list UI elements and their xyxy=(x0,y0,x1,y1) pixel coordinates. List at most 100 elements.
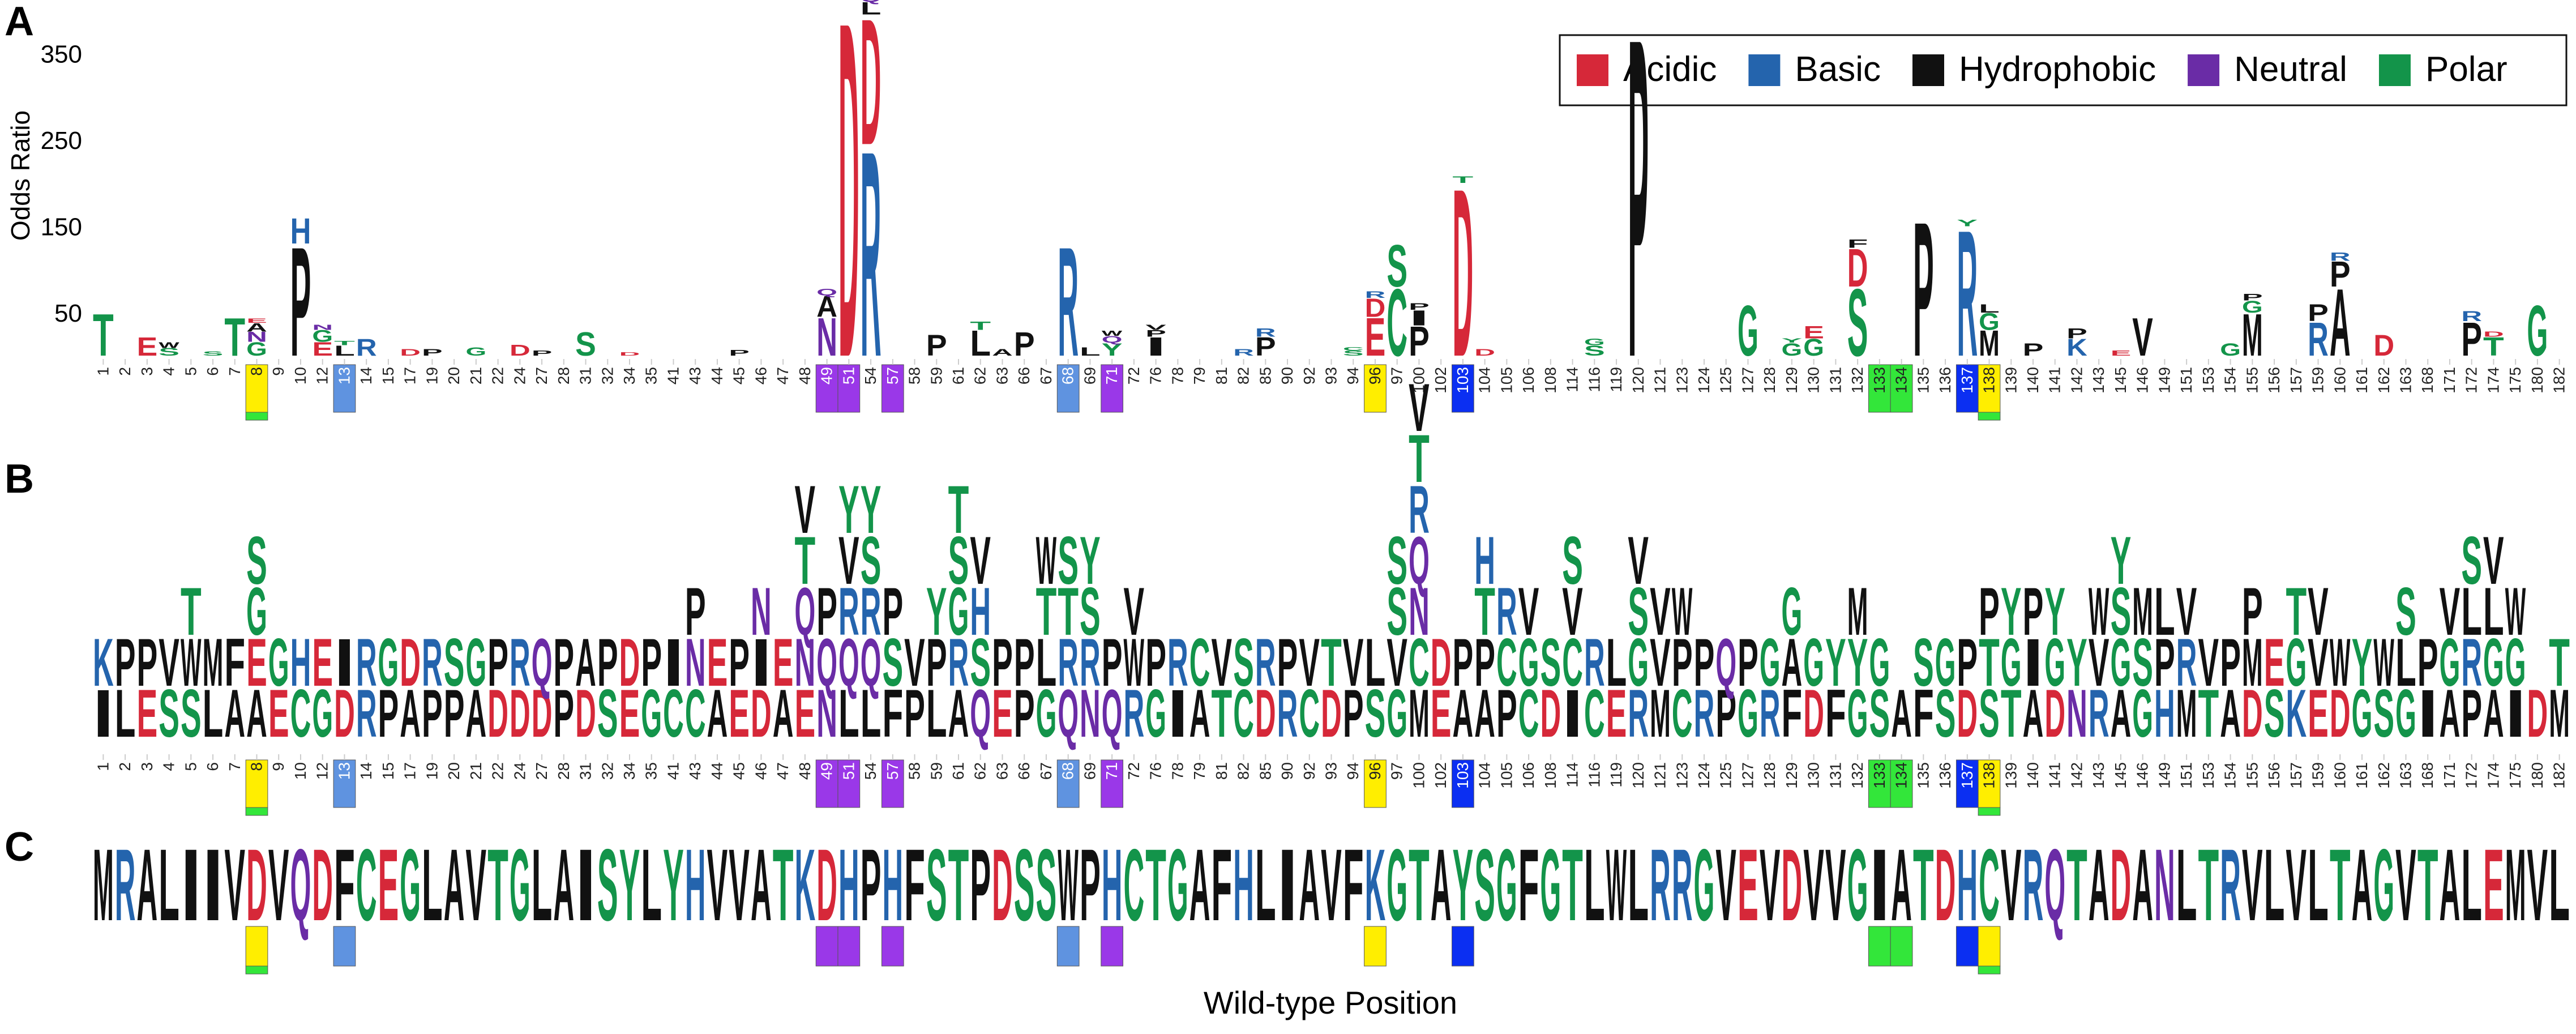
position-label: 121 xyxy=(1651,367,1669,394)
position-label: 22 xyxy=(489,762,507,780)
enriched-letter: W xyxy=(1102,330,1123,337)
wildtype-letter: I xyxy=(575,828,596,942)
wildtype-letter: R xyxy=(1672,828,1693,942)
position-label: 92 xyxy=(1300,367,1318,384)
tolerated-letter: N xyxy=(816,676,837,751)
position-label: 120 xyxy=(1629,762,1647,789)
tolerated-letter: P xyxy=(2220,625,2241,700)
tolerated-letter: C xyxy=(1518,676,1539,751)
tolerated-letter: C xyxy=(663,676,684,751)
position-label: 133 xyxy=(1871,762,1888,789)
wildtype-letter: V xyxy=(1760,828,1781,943)
position-label: 146 xyxy=(2134,762,2151,789)
tolerated-letter: S xyxy=(1080,574,1101,650)
position-label: 160 xyxy=(2331,367,2348,394)
wildtype-letter: P xyxy=(970,828,991,943)
enriched-letter: D xyxy=(2483,330,2504,338)
tolerated-letter: N xyxy=(1080,676,1101,751)
position-label: 159 xyxy=(2309,762,2327,789)
position-highlight xyxy=(815,759,838,808)
position-label: 130 xyxy=(1805,367,1822,394)
wildtype-letter: S xyxy=(1014,828,1035,943)
wildtype-letter: T xyxy=(773,827,794,942)
enriched-letter: A xyxy=(816,290,837,323)
position-label: 69 xyxy=(1081,367,1098,384)
tolerated-letter: E xyxy=(619,676,640,751)
tolerated-letter: W xyxy=(2330,625,2351,700)
tolerated-letter: D xyxy=(751,676,772,751)
tolerated-letter: A xyxy=(2111,676,2132,751)
position-label: 138 xyxy=(1980,762,1998,789)
wildtype-letter: V xyxy=(1321,828,1342,943)
tolerated-letter: V xyxy=(1562,574,1583,650)
tolerated-letter: G xyxy=(1760,625,1781,700)
position-label: 6 xyxy=(204,762,221,771)
tolerated-letter: P xyxy=(115,625,136,700)
position-label: 19 xyxy=(423,367,440,384)
position-label: 175 xyxy=(2506,762,2524,789)
enriched-letter: D xyxy=(2373,329,2394,362)
tolerated-letter: L xyxy=(2483,574,2504,650)
tolerated-letter: I xyxy=(2417,676,2438,751)
position-label: 171 xyxy=(2441,367,2458,394)
position-highlight-bottom xyxy=(1978,807,2001,816)
legend-label-polar: Polar xyxy=(2425,50,2507,89)
wildtype-letter: A xyxy=(2089,828,2109,942)
tolerated-letter: G xyxy=(312,676,333,751)
wildtype-letter: V xyxy=(2242,828,2263,943)
enriched-letter: G xyxy=(1803,334,1824,361)
tolerated-letter: E xyxy=(1431,676,1452,751)
tolerated-letter: S xyxy=(1233,625,1254,700)
tolerated-letter: Q xyxy=(1102,676,1123,751)
tolerated-letter: R xyxy=(948,625,969,700)
position-label: 156 xyxy=(2265,367,2283,394)
wildtype-highlight xyxy=(333,926,356,967)
wildtype-highlight xyxy=(1101,926,1124,967)
position-highlight xyxy=(1955,759,1979,808)
legend-swatch-hydrophobic xyxy=(1912,54,1944,86)
tolerated-letter: E xyxy=(773,625,794,700)
wildtype-highlight xyxy=(1868,926,1891,967)
position-label: 3 xyxy=(138,367,156,376)
tolerated-letter: L xyxy=(115,676,136,752)
position-highlight xyxy=(333,759,356,808)
position-label: 44 xyxy=(708,367,726,384)
tolerated-letter: P xyxy=(1672,625,1693,700)
tolerated-letter: V xyxy=(1518,574,1539,650)
wildtype-letter: T xyxy=(2417,827,2438,942)
wildtype-letter: R xyxy=(2220,828,2241,942)
position-label: 175 xyxy=(2506,367,2524,394)
tolerated-letter: Y xyxy=(2352,625,2373,700)
wildtype-letter: A xyxy=(136,828,157,942)
wildtype-letter: L xyxy=(641,827,662,942)
wildtype-letter: T xyxy=(1409,827,1430,942)
position-label: 1 xyxy=(94,762,112,771)
position-label: 108 xyxy=(1542,762,1559,789)
tolerated-letter: A xyxy=(1782,625,1803,700)
enriched-letter: F xyxy=(1847,237,1868,250)
position-label: 82 xyxy=(1235,367,1252,384)
tolerated-letter: G xyxy=(2483,625,2504,700)
tolerated-letter: C xyxy=(1233,676,1254,751)
wildtype-letter: H xyxy=(685,828,706,942)
wildtype-letter: V xyxy=(729,828,750,943)
enriched-letter: T xyxy=(2483,332,2504,361)
position-label: 171 xyxy=(2441,762,2458,789)
tolerated-letter: T xyxy=(1036,574,1057,650)
tolerated-letter: P xyxy=(1102,625,1123,700)
position-label: 79 xyxy=(1191,367,1208,384)
tolerated-letter: F xyxy=(224,625,245,701)
wildtype-letter: S xyxy=(1474,828,1495,943)
position-label: 146 xyxy=(2134,367,2151,394)
tolerated-letter: F xyxy=(1913,676,1934,752)
enriched-letter: L xyxy=(334,343,355,359)
wildtype-letter: H xyxy=(838,828,859,942)
wildtype-letter: V xyxy=(465,828,486,943)
tolerated-letter: S xyxy=(1365,676,1386,751)
tolerated-letter: C xyxy=(290,676,311,751)
wildtype-letter: G xyxy=(1387,828,1407,942)
tolerated-letter: A xyxy=(1189,676,1210,751)
tolerated-letter: R xyxy=(1277,676,1298,751)
wildtype-letter: L xyxy=(2176,827,2197,942)
